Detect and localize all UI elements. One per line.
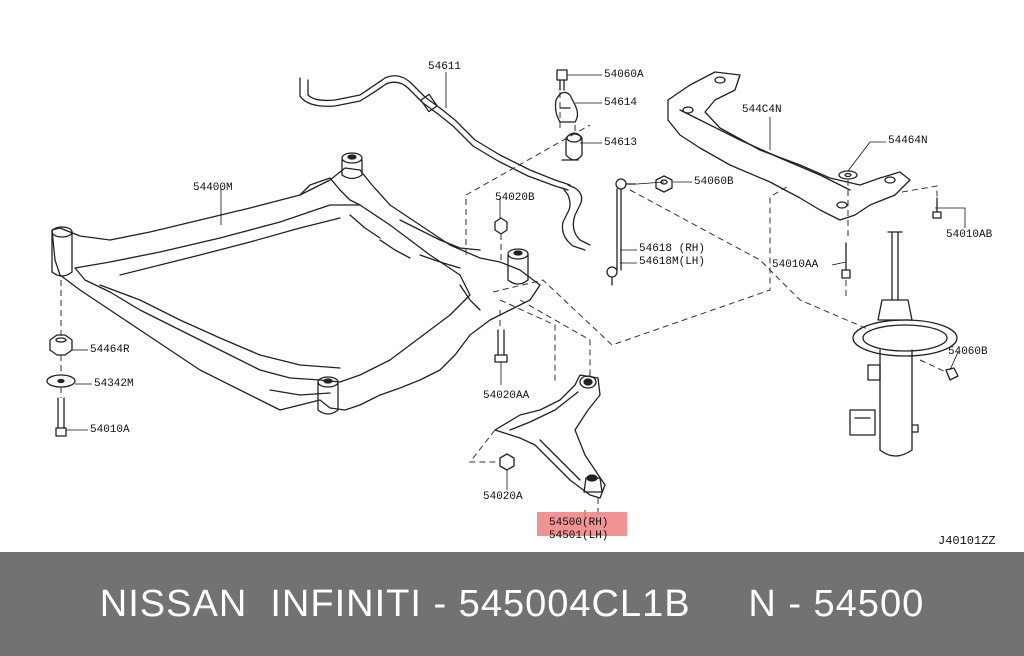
label-54010a: 54010A (90, 424, 130, 436)
part-number-banner: NISSAN INFINITI - 545004CL1B N - 54500 (0, 552, 1024, 656)
bolts-right (841, 197, 942, 279)
leader-lines (66, 72, 966, 518)
clamp-and-bushing-drawing (554, 69, 583, 161)
center-bolts (494, 217, 515, 471)
label-54500-rh: 54500(RH) (549, 517, 609, 529)
diagram-code: J40101ZZ (938, 534, 996, 548)
label-54060b-right: 54060B (948, 346, 988, 358)
label-54342m: 54342M (94, 378, 134, 390)
stabilizer-link-drawing (606, 178, 637, 286)
stabilizer-bar-drawing (299, 75, 591, 251)
label-54611: 54611 (428, 61, 462, 73)
diagram-drawing (46, 69, 966, 518)
highlight-54500 (537, 512, 627, 536)
label-54618m-lh: 54618M(LH) (639, 256, 706, 268)
label-54464r: 54464R (90, 344, 130, 356)
label-54614: 54614 (604, 97, 638, 109)
label-54618-rh: 54618 (RH) (639, 243, 706, 255)
transverse-link-drawing (494, 374, 606, 499)
member-544c4n-drawing (667, 71, 911, 221)
label-54464n: 54464N (888, 135, 928, 147)
label-54060a: 54060A (604, 69, 644, 81)
label-54010ab: 54010AB (946, 229, 993, 241)
subframe-drawing (51, 167, 541, 411)
left-small-parts (46, 334, 76, 437)
label-54010aa-right: 54010AA (772, 259, 819, 271)
nut-54060b-top (655, 175, 673, 193)
banner-text: NISSAN INFINITI - 545004CL1B N - 54500 (99, 582, 925, 625)
label-54613: 54613 (604, 137, 638, 149)
label-54400m: 54400M (193, 182, 233, 194)
label-54501-lh: 54501(LH) (549, 530, 609, 542)
label-54060b-top: 54060B (694, 176, 734, 188)
subframe-bushings (51, 152, 529, 415)
label-54020a: 54020A (483, 491, 523, 503)
strut-drawing (849, 231, 959, 457)
label-54020b: 54020B (495, 192, 535, 204)
reference-lines (60, 92, 947, 515)
parts-diagram: 54611 54060A 54614 544C4N 54613 54464N 5… (46, 61, 996, 548)
label-544c4n: 544C4N (742, 104, 782, 116)
washer-54464n (838, 170, 858, 180)
label-54020aa: 54020AA (483, 390, 530, 402)
